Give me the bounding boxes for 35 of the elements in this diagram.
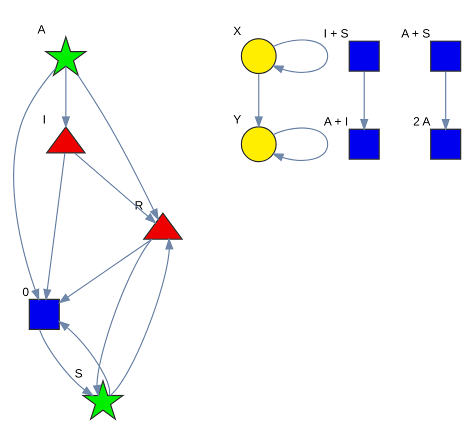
node-circle — [240, 126, 277, 162]
node-star — [44, 35, 88, 77]
arrow — [360, 72, 368, 131]
arrow — [62, 66, 70, 128]
node-label: A + I — [324, 114, 348, 129]
node-label: A + S — [401, 26, 430, 41]
node-label: A — [38, 22, 46, 36]
arrow — [77, 75, 159, 221]
node-label: 0 — [22, 284, 30, 299]
node-box — [348, 40, 380, 72]
node-box — [430, 128, 462, 160]
arrow — [272, 127, 328, 162]
arrow — [441, 72, 450, 131]
node-label: I + S — [324, 26, 349, 41]
arrow — [92, 238, 152, 397]
arrow — [58, 238, 152, 304]
node-label: I — [42, 112, 46, 126]
node-box — [28, 298, 60, 330]
node-label: S — [74, 366, 83, 380]
node-box — [430, 40, 462, 72]
node-box — [348, 128, 380, 160]
arrow — [74, 152, 157, 224]
node-label: Y — [233, 112, 242, 126]
arrow — [43, 152, 66, 302]
arrow — [110, 238, 174, 396]
node-label: 2 A — [413, 114, 430, 129]
arrow — [13, 68, 56, 301]
node-triangle — [46, 126, 86, 154]
node-circle — [240, 38, 277, 74]
node-label: R — [134, 198, 144, 213]
arrow — [254, 74, 263, 128]
arrow — [58, 320, 110, 396]
arrow — [39, 329, 94, 396]
node-label: X — [233, 24, 242, 38]
arrow — [272, 39, 328, 74]
